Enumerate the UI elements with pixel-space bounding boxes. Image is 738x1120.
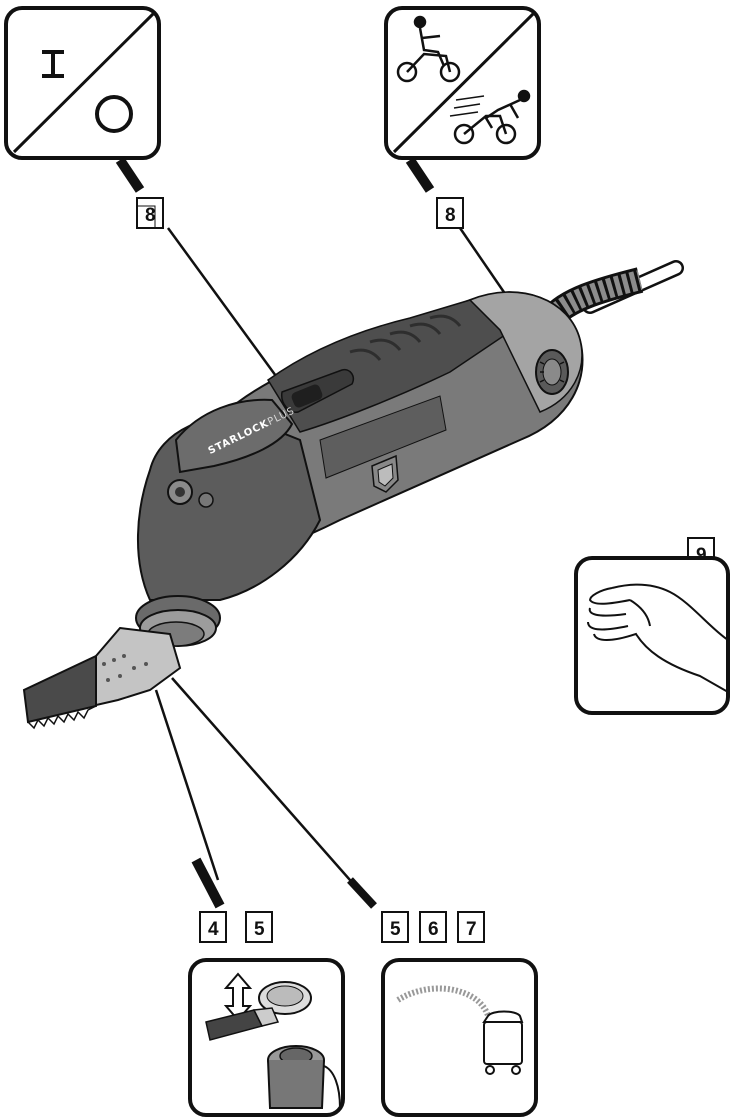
tag-blade-b: 5 <box>245 911 273 943</box>
saw-blade <box>22 626 182 730</box>
off-symbol-icon <box>95 95 133 133</box>
onoff-panel <box>4 6 161 160</box>
tag-dust-a: 5 <box>381 911 409 943</box>
tag-onoff: 8 <box>136 197 164 229</box>
tag-label: 8 <box>445 205 456 226</box>
dust-extraction-panel <box>381 958 538 1117</box>
power-switch <box>281 368 354 413</box>
dust-extraction-icon <box>396 985 524 1075</box>
hand-grip-icon <box>587 583 729 693</box>
tag-dust-b: 6 <box>419 911 447 943</box>
blade-change-panel <box>188 958 345 1117</box>
multitool-body: STARLOCKPLUS <box>135 291 584 647</box>
speed-wheel <box>535 349 569 395</box>
tag-speed: 8 <box>436 197 464 229</box>
on-symbol-icon <box>42 50 64 78</box>
tag-label: 6 <box>428 919 439 940</box>
tag-label: 5 <box>390 919 401 940</box>
tag-blade-a: 4 <box>199 911 227 943</box>
tag-dust-c: 7 <box>457 911 485 943</box>
tag-label: 8 <box>145 205 156 226</box>
tag-label: 7 <box>466 919 477 940</box>
blade-change-icon <box>205 972 341 1109</box>
slow-cyclist-icon <box>396 15 461 83</box>
tag-label: 5 <box>254 919 265 940</box>
power-cord <box>541 260 684 327</box>
hand-panel <box>574 556 730 715</box>
fast-cyclist-icon <box>449 89 531 145</box>
tag-label: 4 <box>208 919 219 940</box>
speed-panel <box>384 6 541 160</box>
brand-shield-logo-icon <box>371 454 399 493</box>
tag-label: 9 <box>696 545 707 566</box>
